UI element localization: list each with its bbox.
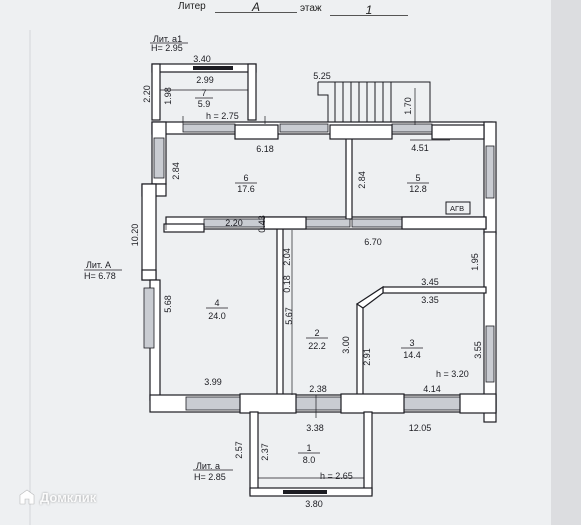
dim-4-14: 4.14 bbox=[423, 384, 441, 394]
staircase bbox=[317, 81, 431, 125]
room-6-area: 17.6 bbox=[237, 184, 255, 194]
room-1-area: 8.0 bbox=[303, 455, 316, 465]
dim-6-70: 6.70 bbox=[364, 237, 382, 247]
dim-5-68: 5.68 bbox=[163, 295, 173, 313]
dim-10-20: 10.20 bbox=[130, 224, 140, 247]
dim-2-57: 2.57 bbox=[234, 441, 244, 459]
lit-a-label: Лит. а bbox=[196, 461, 220, 471]
dim-3-55: 3.55 bbox=[473, 341, 483, 359]
lit-A-height: H= 6.78 bbox=[84, 271, 116, 281]
dim-2-84-b: 2.84 bbox=[357, 171, 367, 189]
veranda-7-window bbox=[193, 66, 233, 70]
wall-piers bbox=[163, 124, 497, 414]
room-3-corner-wall bbox=[355, 285, 384, 309]
lit-a-height: H= 2.85 bbox=[194, 472, 226, 482]
dim-3-00: 3.00 bbox=[341, 336, 351, 354]
room-5-number: 5 bbox=[415, 173, 420, 183]
page-edge bbox=[551, 0, 581, 525]
watermark-text: Домклик bbox=[40, 489, 97, 505]
dim-4-51: 4.51 bbox=[411, 143, 429, 153]
dim-3-99: 3.99 bbox=[204, 377, 222, 387]
dim-2-91: 2.91 bbox=[362, 348, 372, 366]
dim-1-70: 1.70 bbox=[403, 97, 413, 115]
dim-12-05: 12.05 bbox=[409, 423, 432, 433]
dim-2-84-a: 2.84 bbox=[171, 162, 181, 180]
dim-1-98: 1.98 bbox=[163, 87, 173, 105]
dim-0-18: 0.18 bbox=[282, 275, 292, 293]
dim-3-80: 3.80 bbox=[305, 499, 323, 509]
dim-3-45: 3.45 bbox=[421, 277, 439, 287]
room-1-height: h = 2.65 bbox=[320, 471, 353, 481]
lit-A-label: Лит. А bbox=[86, 260, 111, 270]
room-7-height: h = 2.75 bbox=[206, 111, 239, 121]
dim-2-20-v: 2.20 bbox=[142, 85, 152, 103]
lit-a1-height: H= 2.95 bbox=[151, 43, 183, 53]
porch-1-window bbox=[283, 490, 327, 494]
dimension-leaders bbox=[159, 88, 450, 479]
floor-value: 1 bbox=[330, 3, 408, 17]
liter-value: А bbox=[215, 0, 297, 14]
agv-box bbox=[445, 201, 471, 215]
dim-3-35: 3.35 bbox=[421, 295, 439, 305]
dim-1-95: 1.95 bbox=[470, 253, 480, 271]
dim-2-04: 2.04 bbox=[282, 248, 292, 266]
lit-a1-label: Лит. а1 bbox=[153, 34, 182, 44]
room-7-area: 5.9 bbox=[198, 99, 211, 109]
house-logo-icon bbox=[19, 489, 35, 505]
dim-2-99: 2.99 bbox=[196, 75, 214, 85]
dim-0-43: 0.43 bbox=[257, 215, 267, 233]
room-2-area: 22.2 bbox=[308, 341, 326, 351]
liter-label: Литер bbox=[178, 1, 206, 12]
dim-2-20-h: 2.20 bbox=[225, 218, 243, 228]
floor-label: этаж bbox=[300, 3, 322, 14]
room-5-area: 12.8 bbox=[409, 184, 427, 194]
room-4-area: 24.0 bbox=[208, 311, 226, 321]
room-4-number: 4 bbox=[214, 298, 219, 308]
dim-5-67: 5.67 bbox=[284, 307, 294, 325]
domclick-watermark: Домклик bbox=[18, 488, 96, 506]
section-label-lines bbox=[84, 42, 233, 471]
dim-2-37: 2.37 bbox=[260, 443, 270, 461]
openings bbox=[143, 123, 495, 411]
dim-5-25: 5.25 bbox=[313, 71, 331, 81]
room-3-height: h = 3.20 bbox=[436, 369, 469, 379]
dim-3-38: 3.38 bbox=[306, 423, 324, 433]
room-7-number: 7 bbox=[201, 88, 206, 98]
room-3-number: 3 bbox=[409, 338, 414, 348]
dim-6-18: 6.18 bbox=[256, 144, 274, 154]
room-3-area: 14.4 bbox=[403, 350, 421, 360]
room-6-number: 6 bbox=[243, 173, 248, 183]
room-1-number: 1 bbox=[306, 443, 311, 453]
room-2-number: 2 bbox=[314, 328, 319, 338]
agv-label: АГВ bbox=[450, 204, 464, 213]
dim-2-38: 2.38 bbox=[309, 384, 327, 394]
dim-3-40: 3.40 bbox=[193, 54, 211, 64]
